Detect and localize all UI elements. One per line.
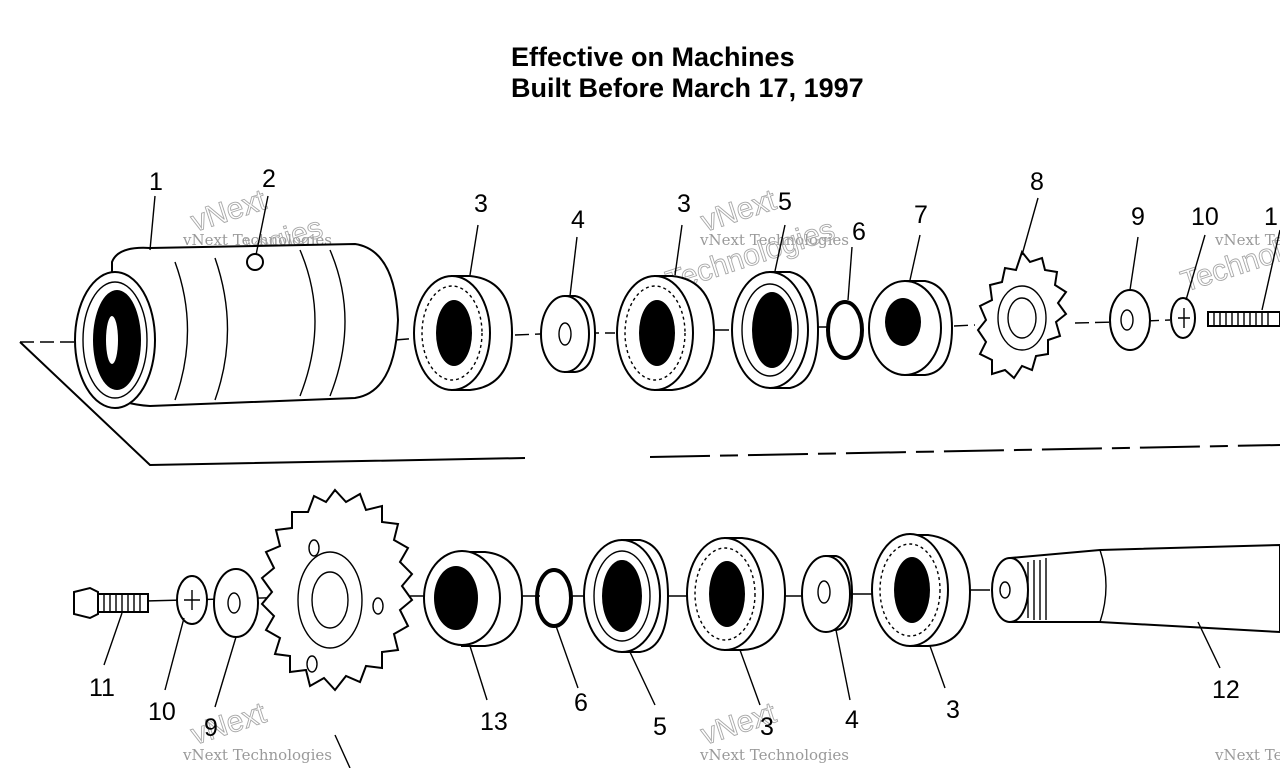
callout-9: 9 xyxy=(204,714,218,742)
watermark-brand: vNext xyxy=(187,696,271,751)
callout-6: 6 xyxy=(574,689,588,717)
title-line-2: Built Before March 17, 1997 xyxy=(511,73,864,103)
bearing-part-3 xyxy=(413,275,514,391)
o-ring-part-6 xyxy=(535,568,573,628)
callout-7: 7 xyxy=(914,201,928,229)
callout-8: 8 xyxy=(1030,168,1044,196)
callout-3: 3 xyxy=(946,696,960,724)
seal-part-5 xyxy=(731,271,820,389)
callout-11: 11 xyxy=(89,674,115,702)
washer-part-9 xyxy=(1109,289,1151,351)
seal-part-5 xyxy=(583,539,670,653)
callout-3: 3 xyxy=(677,190,691,218)
callout-3: 3 xyxy=(760,713,774,741)
axis-lines xyxy=(19,319,1280,602)
callout-4: 4 xyxy=(845,706,859,734)
washer-part-4 xyxy=(801,555,854,633)
callout-10: 10 xyxy=(1191,203,1219,231)
bolt-part-11 xyxy=(1207,311,1280,327)
callout-5: 5 xyxy=(653,713,667,741)
o-ring-part-6 xyxy=(826,300,864,360)
watermark-text: vNext Technologies xyxy=(699,231,849,249)
callout-12: 12 xyxy=(1212,676,1240,704)
bearing-part-3 xyxy=(616,275,716,391)
spacer-part-7 xyxy=(868,280,954,376)
callout-1: 1 xyxy=(149,168,163,196)
watermark-text: vNext Technologies xyxy=(1214,746,1280,764)
callout-3: 3 xyxy=(474,190,488,218)
sprocket-part-8 xyxy=(976,249,1068,380)
bearing-part-3 xyxy=(871,533,972,647)
callout-6: 6 xyxy=(852,218,866,246)
callout-5: 5 xyxy=(778,188,792,216)
leader-lines xyxy=(103,195,1280,768)
callout-1: 1 xyxy=(1264,203,1278,231)
callouts: 1 2 3 4 3 5 6 7 8 9 10 1 11 10 9 13 6 5 … xyxy=(89,165,1278,742)
callout-10: 10 xyxy=(148,698,176,726)
lock-washer-part-10 xyxy=(176,575,208,625)
shaft-part-12 xyxy=(991,543,1280,634)
bearing-part-3 xyxy=(686,537,787,651)
washer-part-4 xyxy=(540,295,597,373)
lock-washer-part-10 xyxy=(1170,297,1196,339)
callout-13: 13 xyxy=(480,708,508,736)
callout-9: 9 xyxy=(1131,203,1145,231)
watermark-text: vNext Technologies xyxy=(182,746,332,764)
watermark-text: vNext Technologies xyxy=(699,746,849,764)
bolt-part-11 xyxy=(73,586,149,620)
callout-2: 2 xyxy=(262,165,276,193)
large-sprocket xyxy=(260,488,414,692)
watermark-text: vNext Technologies xyxy=(1214,231,1280,249)
callout-4: 4 xyxy=(571,206,585,234)
washer-part-9 xyxy=(213,568,259,638)
spacer-part-13 xyxy=(423,550,524,647)
housing-part-1 xyxy=(74,242,400,409)
title-line-1: Effective on Machines xyxy=(511,42,795,72)
